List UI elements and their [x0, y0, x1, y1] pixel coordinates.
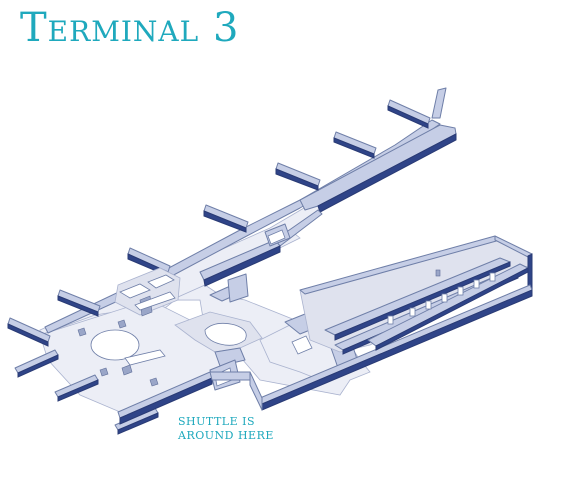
junction-block: [209, 223, 291, 303]
shuttle-annotation-line-1: SHUTTLE IS: [178, 415, 255, 428]
l-wing: [249, 235, 533, 411]
map-title: Terminal 3: [20, 5, 240, 51]
central-rooms: [77, 267, 181, 387]
jet-bridges: [7, 87, 447, 435]
south-perimeter: [117, 371, 251, 425]
shuttle-annotation: SHUTTLE IS AROUND HERE: [178, 415, 274, 443]
shuttle-annotation-line-2: AROUND HERE: [178, 429, 274, 442]
